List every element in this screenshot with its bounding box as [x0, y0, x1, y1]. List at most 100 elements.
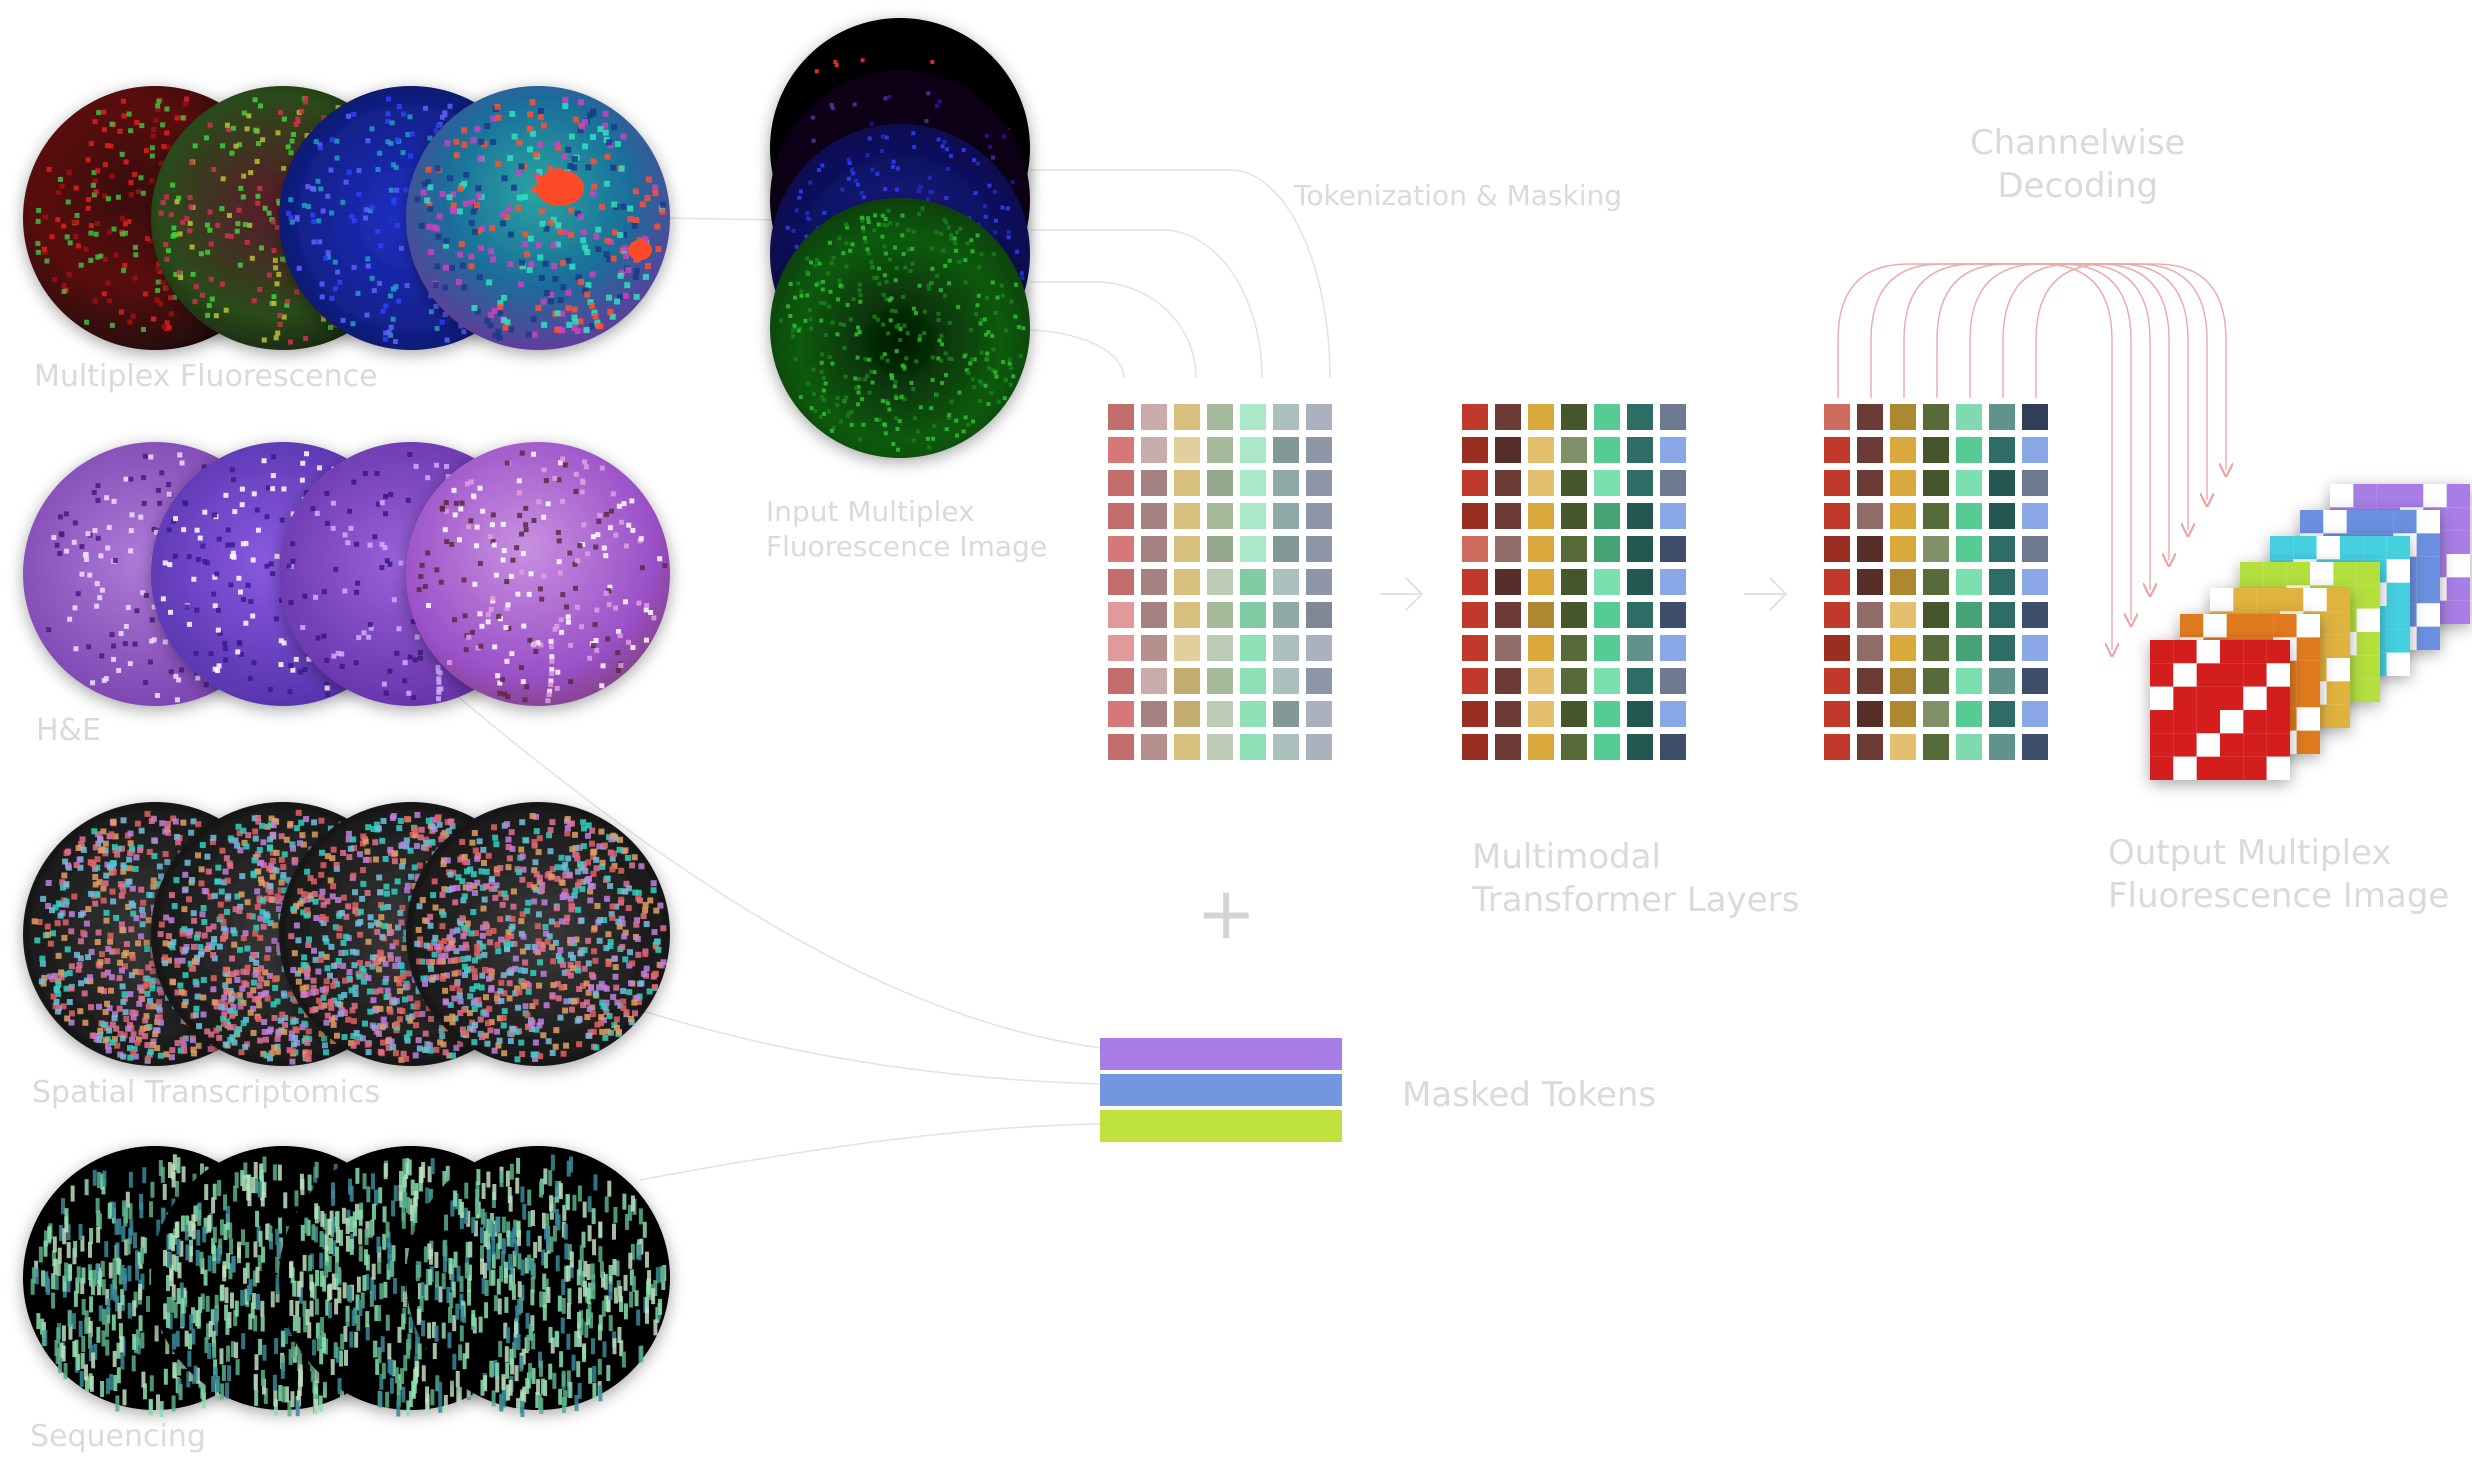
- token-cell: [1824, 635, 1850, 661]
- label-channelwise-decoding: Channelwise Decoding: [1970, 122, 2185, 207]
- token-cell: [2022, 569, 2048, 595]
- token-cell: [1824, 503, 1850, 529]
- token-cell: [1528, 668, 1554, 694]
- token-cell: [1462, 602, 1488, 628]
- mf-highlight: [628, 240, 652, 260]
- flow-arrows: [1380, 577, 1788, 611]
- token-cell: [1108, 569, 1134, 595]
- token-cell: [1660, 602, 1686, 628]
- token-cell: [2022, 437, 2048, 463]
- token-cell: [2022, 536, 2048, 562]
- token-cell: [1594, 437, 1620, 463]
- token-cell: [1923, 503, 1949, 529]
- token-cell: [1495, 701, 1521, 727]
- mf-highlight: [536, 170, 584, 206]
- label-input-line2: Fluorescence Image: [766, 530, 1048, 563]
- connector-st-to-masked: [639, 1009, 1101, 1085]
- token-cell: [1824, 701, 1850, 727]
- token-cell: [1240, 536, 1266, 562]
- token-cell: [1989, 470, 2015, 496]
- token-cell: [1594, 701, 1620, 727]
- token-cell: [1561, 503, 1587, 529]
- token-cell: [1627, 569, 1653, 595]
- decoding-arc: [2035, 263, 2226, 470]
- token-cell: [1660, 503, 1686, 529]
- label-output-line2: Fluorescence Image: [2108, 875, 2450, 916]
- token-cell: [1495, 602, 1521, 628]
- token-cell: [1824, 668, 1850, 694]
- token-cell: [1240, 503, 1266, 529]
- token-cell: [1273, 437, 1299, 463]
- masked-token-bar: [1100, 1110, 1342, 1142]
- token-cell: [1594, 536, 1620, 562]
- token-cell: [1528, 635, 1554, 661]
- token-cell: [1108, 602, 1134, 628]
- token-cell: [1857, 503, 1883, 529]
- token-cell: [1174, 569, 1200, 595]
- token-cell: [1857, 404, 1883, 430]
- token-cell: [1462, 536, 1488, 562]
- token-cell: [1824, 602, 1850, 628]
- token-cell: [1528, 701, 1554, 727]
- token-cell: [1306, 602, 1332, 628]
- token-cell: [1923, 536, 1949, 562]
- token-cell: [1306, 635, 1332, 661]
- token-cell: [1857, 470, 1883, 496]
- token-cell: [1660, 569, 1686, 595]
- arrow-right-icon: [1380, 577, 1424, 611]
- token-cell: [1989, 668, 2015, 694]
- token-cell: [1240, 470, 1266, 496]
- token-cell: [1956, 569, 1982, 595]
- token-cell: [1561, 668, 1587, 694]
- token-cell: [1561, 437, 1587, 463]
- token-cell: [1857, 437, 1883, 463]
- token-cell: [1627, 701, 1653, 727]
- token-cell: [1495, 536, 1521, 562]
- tokenization-arc: [1030, 281, 1197, 379]
- token-cell: [1108, 536, 1134, 562]
- token-cell: [1174, 503, 1200, 529]
- token-cell: [1273, 569, 1299, 595]
- connector-seq-to-masked: [639, 1123, 1101, 1181]
- token-cell: [1141, 668, 1167, 694]
- token-cell: [1627, 404, 1653, 430]
- token-cell: [1923, 701, 1949, 727]
- token-cell: [1495, 569, 1521, 595]
- token-cell: [1528, 734, 1554, 760]
- token-cell: [1956, 404, 1982, 430]
- tokenization-arc: [1030, 169, 1331, 379]
- token-cell: [1890, 536, 1916, 562]
- token-cell: [1141, 404, 1167, 430]
- token-cell: [1660, 734, 1686, 760]
- token-cell: [1141, 602, 1167, 628]
- tokenization-arc: [1030, 229, 1263, 379]
- token-cell: [1989, 503, 2015, 529]
- token-cell: [1561, 602, 1587, 628]
- token-cell: [1824, 569, 1850, 595]
- token-cell: [1528, 437, 1554, 463]
- label-input-line1: Input Multiplex: [766, 495, 975, 528]
- token-cell: [1627, 536, 1653, 562]
- modality-discs: [23, 18, 1030, 1418]
- token-cell: [1207, 503, 1233, 529]
- token-cell: [1528, 602, 1554, 628]
- token-cell: [1273, 635, 1299, 661]
- disc-sequencing: [406, 1146, 670, 1417]
- masked-token-bars: [1100, 1038, 1342, 1142]
- token-cell: [1627, 602, 1653, 628]
- token-cell: [1627, 668, 1653, 694]
- token-cell: [1956, 437, 1982, 463]
- token-cell: [1660, 437, 1686, 463]
- token-cell: [1627, 470, 1653, 496]
- label-output-line1: Output Multiplex: [2108, 833, 2392, 873]
- token-cell: [1824, 536, 1850, 562]
- disc-multiplex-fluorescence: [406, 86, 670, 350]
- connector-mf-to-input: [659, 217, 781, 221]
- token-cell: [1141, 536, 1167, 562]
- token-cell: [1240, 701, 1266, 727]
- token-cell: [1989, 437, 2015, 463]
- token-cell: [1956, 602, 1982, 628]
- token-cell: [1141, 470, 1167, 496]
